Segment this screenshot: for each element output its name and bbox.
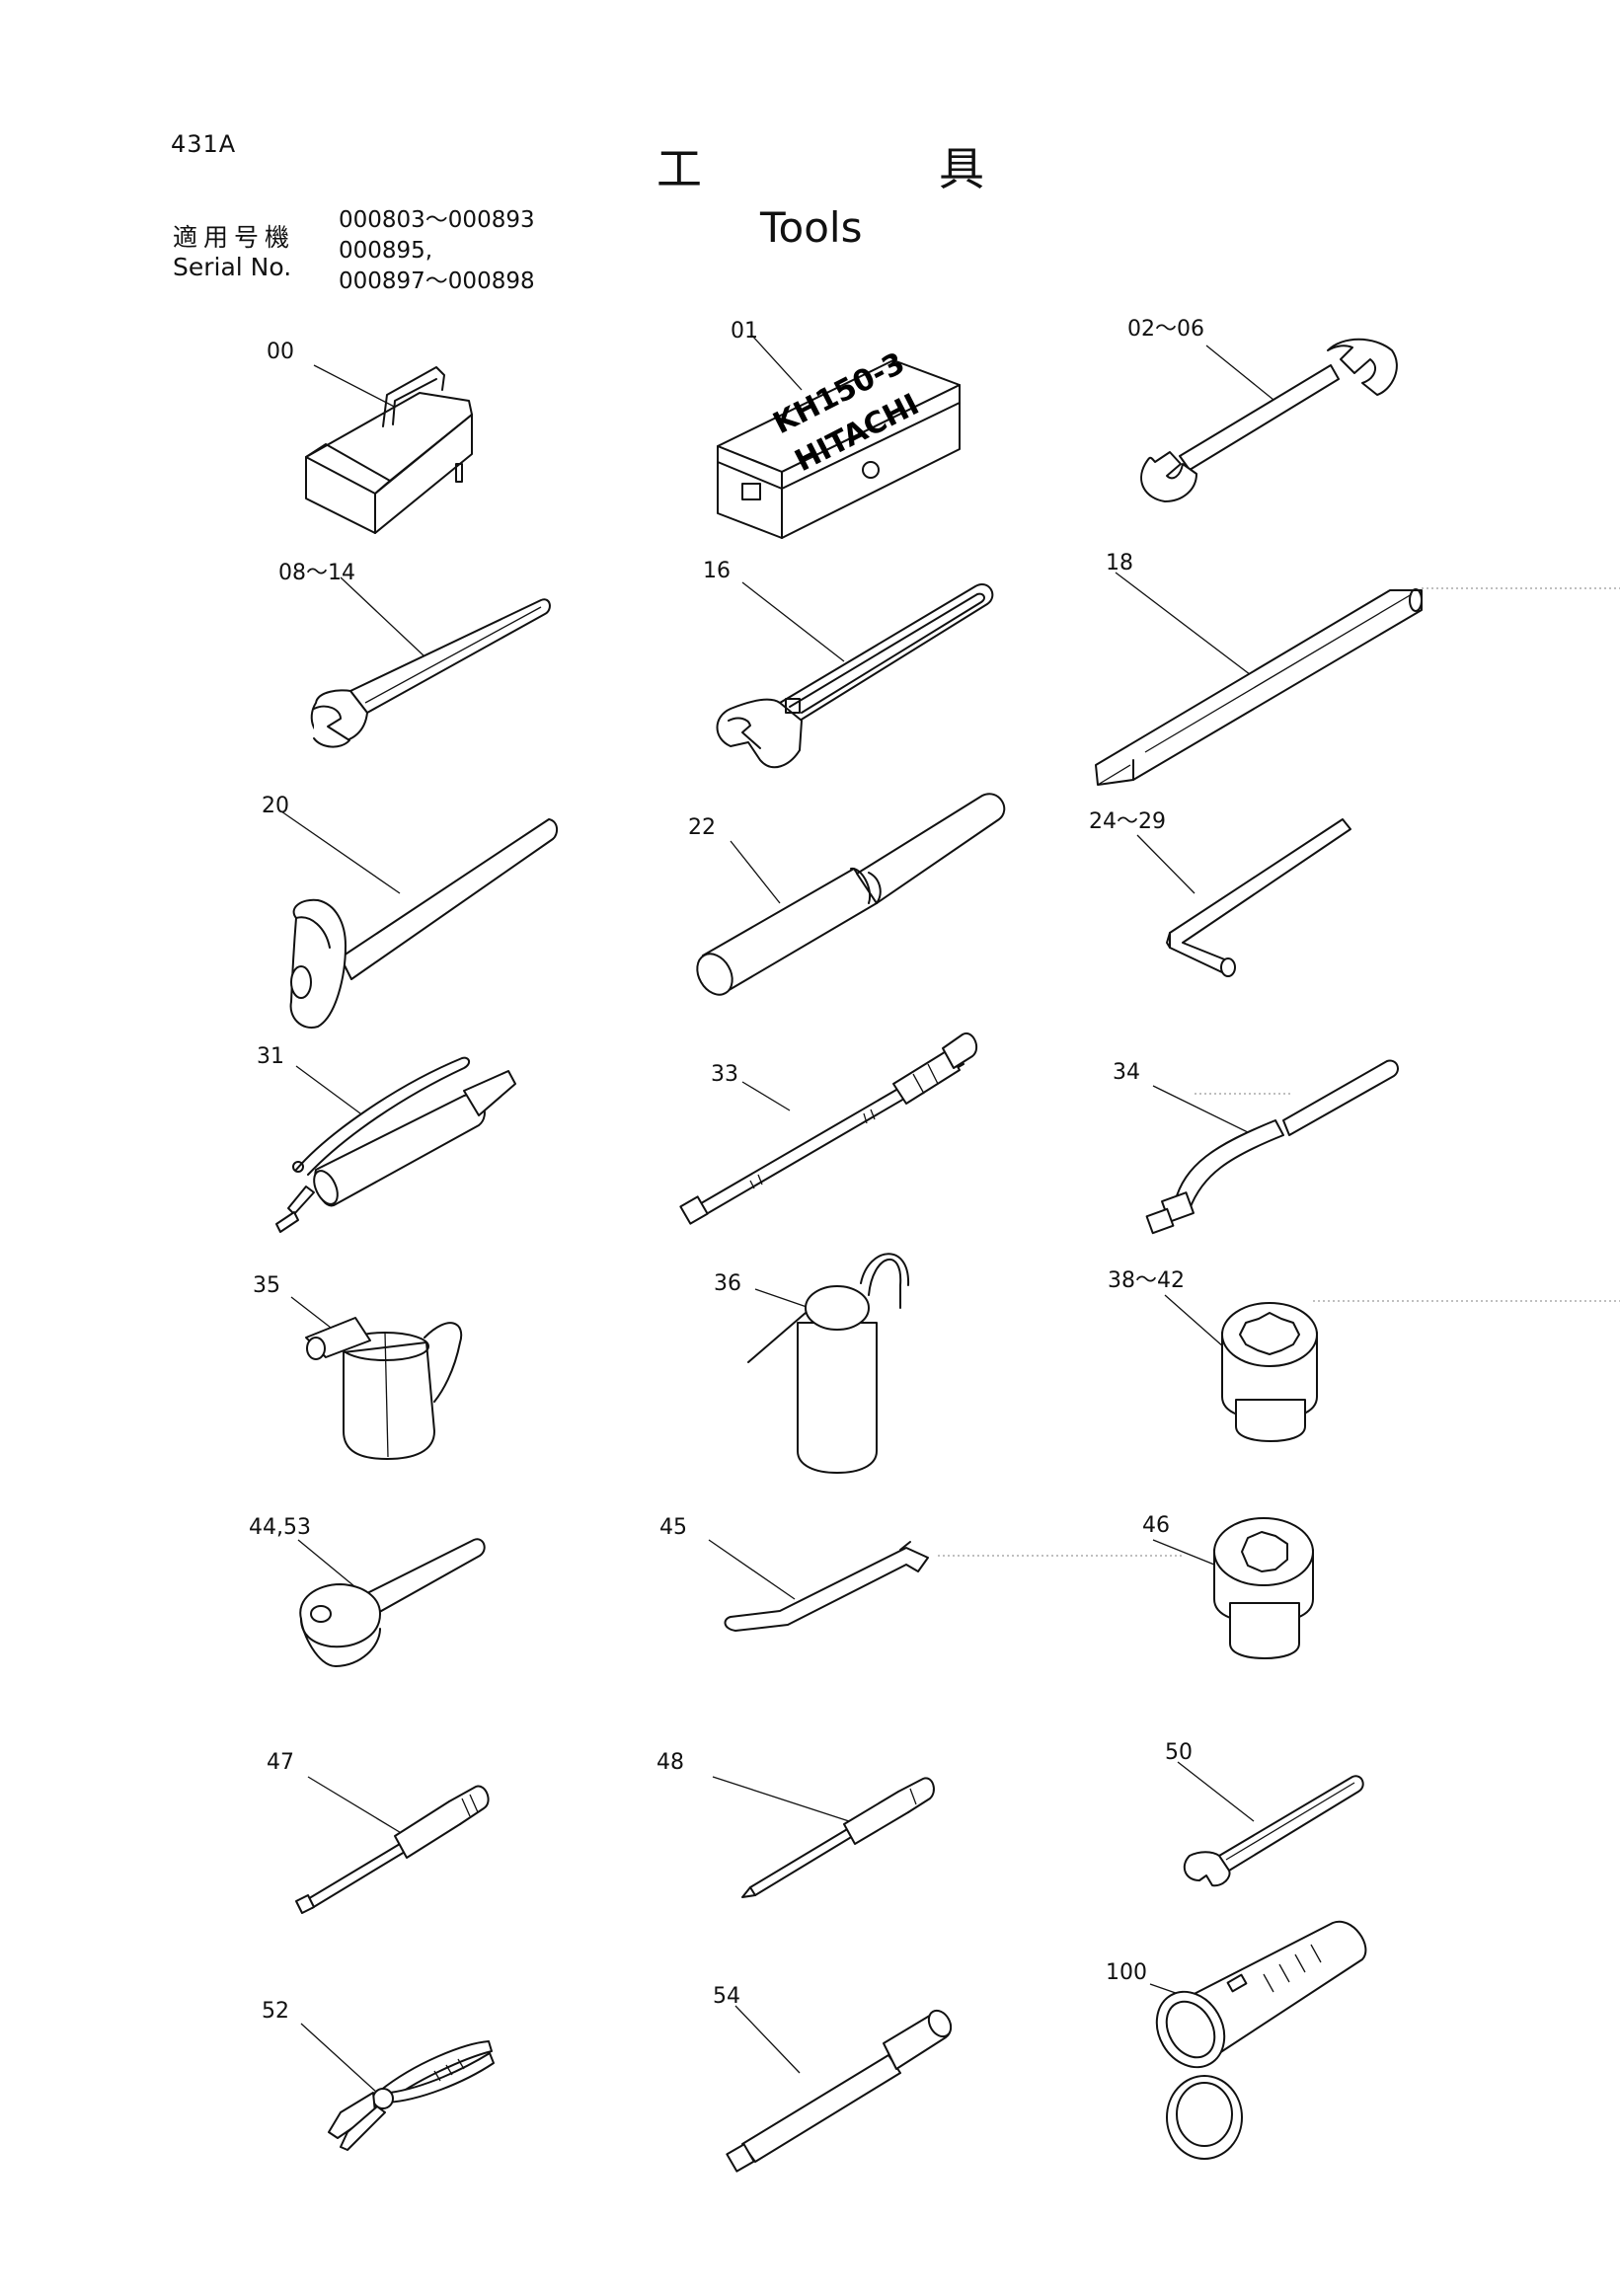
serial-range: 000803～000893 (339, 207, 535, 233)
page-title-jp: 工具 (656, 142, 1221, 195)
part-label-44-53: 44,53 (249, 1515, 311, 1540)
part-label-46: 46 (1142, 1513, 1170, 1538)
serial-range: 000897～000898 (339, 268, 535, 294)
page-code: 431A (171, 130, 237, 158)
flashlight-icon (1143, 1922, 1365, 2159)
oil-jug-icon (291, 1297, 461, 1459)
part-label-24-29: 24～29 (1089, 809, 1166, 834)
part-label-34: 34 (1113, 1060, 1140, 1085)
part-label-38-42: 38～42 (1108, 1268, 1185, 1293)
part-label-01: 01 (731, 319, 758, 344)
part-label-08-14: 08～14 (278, 561, 355, 585)
ratchet-handle-icon (298, 1539, 485, 1666)
toolbox-icon (306, 365, 472, 533)
double-open-wrench-icon (1141, 340, 1397, 501)
part-label-50: 50 (1165, 1740, 1193, 1765)
pry-bar-icon (1096, 573, 1422, 785)
part-label-16: 16 (703, 559, 731, 583)
phillips-screwdriver-icon (713, 1777, 934, 1897)
hex-key-icon (1137, 819, 1350, 976)
large-socket-icon (1153, 1518, 1313, 1658)
part-label-02-06: 02～06 (1127, 317, 1204, 342)
socket-icon (1165, 1295, 1317, 1441)
part-label-52: 52 (262, 1999, 289, 2024)
part-label-31: 31 (257, 1044, 284, 1069)
part-label-54: 54 (713, 1984, 740, 2009)
extension-pipe-icon (690, 794, 1004, 1001)
serial-label-en: Serial No. (173, 253, 292, 281)
part-label-35: 35 (253, 1273, 280, 1298)
adjustable-wrench-icon (718, 582, 993, 767)
pliers-icon (301, 2024, 494, 2150)
part-label-22: 22 (688, 815, 716, 840)
part-label-36: 36 (714, 1271, 741, 1296)
socket-extension-icon (727, 2006, 955, 2172)
oil-can-icon (748, 1254, 908, 1473)
part-label-00: 00 (267, 340, 294, 364)
small-adjustable-wrench-icon (1178, 1762, 1363, 1885)
hammer-icon (281, 811, 557, 1028)
grease-gun-icon (276, 1058, 515, 1232)
page-title-en: Tools (760, 203, 863, 252)
bent-nozzle-icon (1147, 1061, 1398, 1234)
part-label-100: 100 (1106, 1960, 1147, 1985)
grease-hose-icon (680, 1033, 976, 1224)
part-label-33: 33 (711, 1062, 738, 1087)
flat-screwdriver-icon (296, 1777, 489, 1913)
serial-label-jp: 適用号機 (173, 223, 296, 252)
part-label-47: 47 (267, 1750, 294, 1775)
part-label-48: 48 (656, 1750, 684, 1775)
part-label-18: 18 (1106, 551, 1133, 575)
part-label-45: 45 (659, 1515, 687, 1540)
tool-case-icon: KH150-3 HITACHI (718, 336, 960, 538)
single-open-wrench-icon (312, 577, 550, 747)
serial-range: 000895, (339, 238, 433, 264)
bent-bar-icon (709, 1540, 928, 1631)
